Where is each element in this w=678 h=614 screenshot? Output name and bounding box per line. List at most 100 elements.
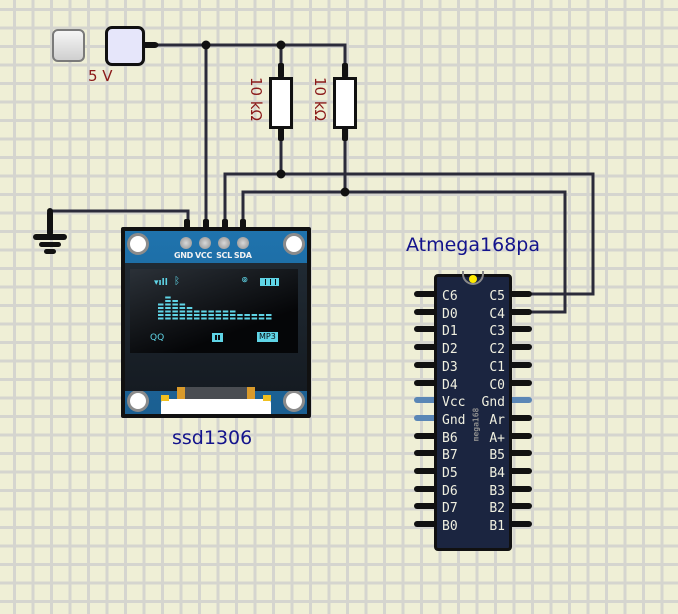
mcu-pin-label: Gnd	[442, 412, 466, 428]
wire-scl[interactable]	[223, 172, 595, 296]
mcu-pin-b4[interactable]	[508, 468, 532, 474]
pin1-marker-icon	[469, 275, 477, 283]
mcu-pin-label: B5	[489, 448, 505, 464]
signal-icon: ▾ıll	[154, 278, 168, 288]
mcu-pin-d2[interactable]	[414, 344, 438, 351]
oled-screen: ▾ıll ᛒ ⌾ QQ MP3	[130, 269, 298, 353]
mcu-pin-label: B2	[489, 501, 505, 517]
mcu-pin-label: D6	[442, 483, 458, 499]
oled-left-label: QQ	[150, 333, 165, 343]
mcu-pin-aplus[interactable]	[508, 432, 532, 439]
mcu-pin-gnd[interactable]	[414, 414, 438, 421]
oled-pin-label-scl: SCL	[216, 251, 232, 260]
mounting-hole-icon	[127, 233, 149, 255]
pin1-notch	[462, 271, 484, 285]
mcu-pin-label: D5	[442, 466, 458, 482]
resistor-2[interactable]	[332, 63, 358, 141]
eq-bar	[215, 310, 222, 320]
chip-marking: mega168	[471, 407, 481, 442]
eq-bar	[158, 303, 164, 320]
junction-dot	[276, 40, 286, 50]
mcu-pin-c5[interactable]	[508, 291, 532, 297]
ground-icon[interactable]	[30, 205, 72, 255]
mcu-pin-label: D2	[442, 342, 458, 358]
eq-bar	[251, 314, 258, 320]
oled-pin-pad-vcc	[199, 237, 211, 249]
mcu-pin-d4[interactable]	[414, 379, 438, 386]
mcu-pin-label: C4	[489, 306, 505, 322]
mcu-pin-c3[interactable]	[508, 326, 532, 333]
mcu-pin-b7[interactable]	[414, 450, 438, 457]
resistor-1[interactable]	[268, 63, 294, 141]
eq-bar	[179, 303, 186, 320]
mcu-pin-c0[interactable]	[508, 379, 532, 386]
mcu-pin-label: B4	[489, 466, 505, 482]
oled-pcb: GND VCC SCL SDA ▾ıll ᛒ ⌾ QQ	[125, 231, 307, 414]
power-toggle-off[interactable]	[52, 29, 85, 62]
mcu-pin-d7[interactable]	[414, 503, 438, 510]
mcu-pin-d0[interactable]	[414, 308, 438, 315]
eq-bar	[266, 314, 272, 320]
mcu-pin-c2[interactable]	[508, 344, 532, 351]
mcu-pin-label: A+	[489, 430, 505, 446]
mcu-pin-label: C6	[442, 289, 458, 304]
oled-right-label: MP3	[257, 332, 278, 342]
junction-dot	[340, 187, 350, 197]
mcu-pin-gnd[interactable]	[508, 397, 532, 404]
mcu-pin-c6[interactable]	[414, 291, 438, 297]
mcu-name-label: Atmega168pa	[406, 234, 540, 256]
mcu-pin-label: B0	[442, 519, 458, 535]
oled-pin-label-sda: SDA	[233, 251, 252, 260]
mcu-pin-label: C2	[489, 342, 505, 358]
eq-bar	[172, 300, 178, 320]
pause-icon	[212, 333, 223, 342]
power-supply-5v[interactable]	[105, 26, 145, 66]
oled-pin-label-gnd: GND	[174, 251, 194, 260]
mcu-pin-d5[interactable]	[414, 468, 438, 474]
eq-bar	[165, 296, 171, 320]
mcu-pin-vcc[interactable]	[414, 397, 438, 404]
mcu-pin-b6[interactable]	[414, 432, 438, 439]
mcu-pin-b2[interactable]	[508, 503, 532, 510]
oled-pin-pad-scl	[218, 237, 230, 249]
mcu-pin-label: B3	[489, 483, 505, 499]
oled-ssd1306-module[interactable]: GND VCC SCL SDA ▾ıll ᛒ ⌾ QQ	[121, 219, 311, 418]
oled-pin-pad-gnd	[180, 237, 192, 249]
mcu-pin-label: D1	[442, 324, 458, 340]
mcu-pin-label: B6	[442, 430, 458, 446]
battery-icon	[260, 278, 279, 286]
oled-ribbon	[177, 387, 255, 400]
mcu-pin-d6[interactable]	[414, 485, 438, 492]
mcu-pin-d1[interactable]	[414, 326, 438, 333]
mcu-pin-label: D0	[442, 306, 458, 322]
junction-dot	[201, 40, 211, 50]
mcu-pin-b3[interactable]	[508, 485, 532, 492]
eq-bar	[230, 310, 236, 320]
mcu-pin-b1[interactable]	[508, 521, 532, 528]
eq-bar	[186, 307, 193, 320]
oled-pin-pad-sda	[237, 237, 249, 249]
mounting-hole-icon	[127, 390, 149, 412]
junction-dot	[276, 169, 286, 179]
mcu-pin-c4[interactable]	[508, 308, 532, 315]
power-supply-terminal	[144, 42, 158, 48]
eq-bar	[194, 310, 200, 320]
mcu-pin-b0[interactable]	[414, 521, 438, 528]
mcu-pin-b5[interactable]	[508, 450, 532, 457]
mcu-pin-label: C1	[489, 359, 505, 375]
oled-name-label: ssd1306	[172, 427, 253, 449]
eq-bar	[222, 310, 229, 320]
wire-sda[interactable]	[241, 190, 567, 314]
equalizer-display	[158, 296, 272, 320]
mcu-pin-label: Gnd	[481, 395, 505, 411]
bluetooth-icon: ᛒ	[174, 276, 180, 287]
mcu-pin-c1[interactable]	[508, 361, 532, 368]
mcu-pin-d3[interactable]	[414, 361, 438, 368]
eq-bar	[258, 314, 265, 320]
mcu-pin-ar[interactable]	[508, 414, 532, 421]
mcu-pin-label: D7	[442, 501, 458, 517]
eq-bar	[201, 310, 207, 320]
power-supply-label: 5 V	[88, 67, 113, 85]
